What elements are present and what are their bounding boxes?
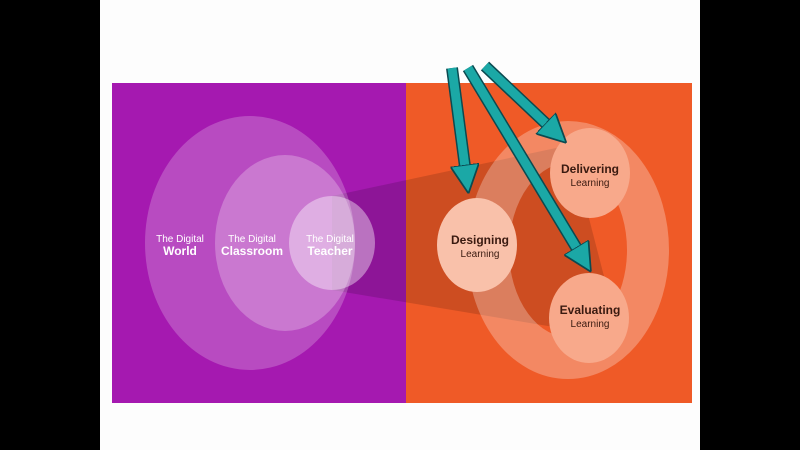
world-label-line1: The Digital (156, 234, 204, 245)
teacher-circle (289, 196, 375, 290)
evaluating-label-line2: Learning (571, 319, 610, 330)
delivering-label-line1: Delivering (561, 162, 619, 176)
arrow-to-delivering (480, 61, 558, 135)
evaluating-circle (549, 273, 629, 363)
teacher-label-line1: The Digital (306, 234, 354, 245)
delivering-label-line2: Learning (571, 178, 610, 189)
delivering-circle (550, 128, 630, 218)
world-circle (145, 116, 355, 370)
teacher-label-line2: Teacher (307, 244, 352, 258)
purple-panel (112, 83, 408, 403)
designing-label-line2: Learning (461, 249, 500, 260)
arrow-to-evaluating (462, 64, 585, 262)
designing-circle (437, 198, 517, 292)
evaluating-label-line1: Evaluating (560, 303, 621, 317)
concept-diagram: The Digital World The Digital Classroom … (112, 61, 692, 403)
world-label-line2: World (163, 244, 197, 258)
slide: The Digital World The Digital Classroom … (100, 0, 700, 450)
arrow-to-designing (446, 67, 467, 182)
classroom-label-line2: Classroom (221, 244, 283, 258)
designing-label-line1: Designing (451, 233, 509, 247)
classroom-circle (215, 155, 355, 331)
classroom-label-line1: The Digital (228, 234, 276, 245)
